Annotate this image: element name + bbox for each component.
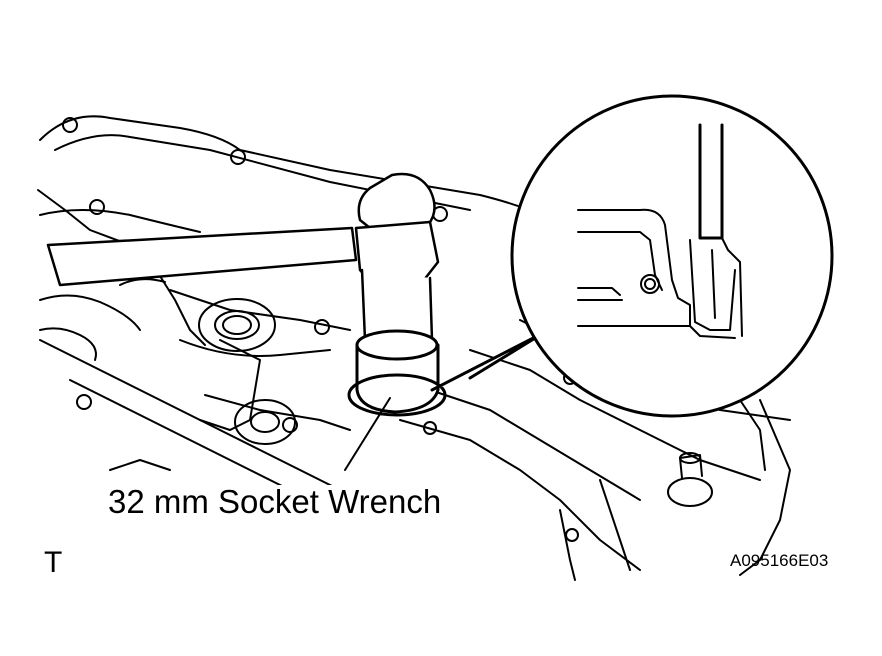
socket-wrench-label: 32 mm Socket Wrench: [108, 485, 446, 522]
socket-wrench: [349, 331, 445, 415]
seal-bore-left: [199, 299, 275, 351]
spark-plug-tube-right: [668, 453, 712, 506]
detail-inset: [512, 96, 832, 416]
corner-letter: T: [44, 546, 63, 579]
bolt-heads: [63, 118, 578, 541]
hammer: [48, 174, 438, 340]
leader-line: [345, 398, 390, 470]
seal-bore-lower: [235, 400, 295, 444]
figure-id: A095166E03: [730, 551, 829, 570]
detail-pointer: [432, 332, 545, 390]
